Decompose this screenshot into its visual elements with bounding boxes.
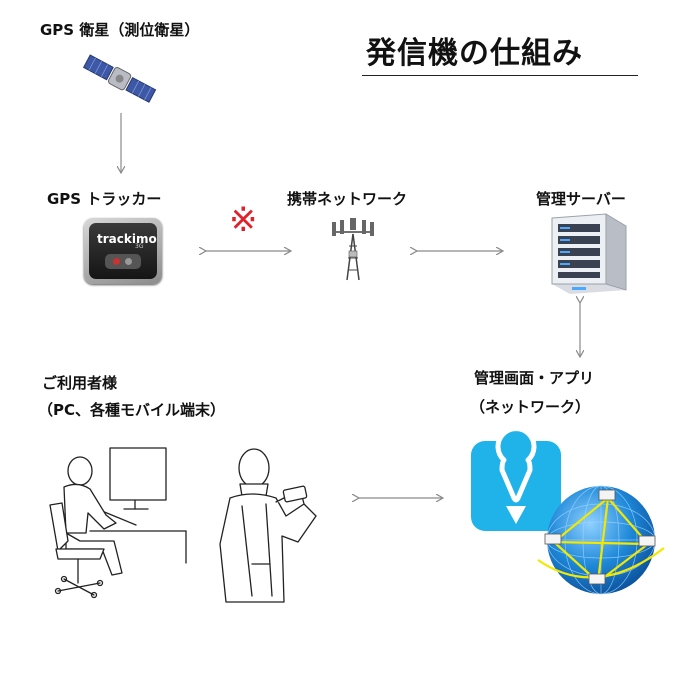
pc-user-illustration [49, 447, 187, 599]
network-label: 携帯ネットワーク [287, 190, 408, 208]
tracker-button-area [105, 254, 141, 269]
tracker-led-red [113, 258, 120, 265]
note-mark: ※ [229, 200, 258, 240]
users-label-line1: ご利用者様 [42, 374, 118, 392]
mobile-user-illustration [219, 448, 317, 603]
server-label: 管理サーバー [536, 190, 626, 208]
gps-tracker-device: trackimo 3G [84, 218, 162, 284]
satellite-icon [82, 54, 157, 103]
title-underline [362, 75, 638, 76]
users-label-line2: （PC、各種モバイル端末） [38, 401, 226, 419]
tracker-label: GPS トラッカー [47, 190, 162, 208]
app-label-line1: 管理画面・アプリ [474, 369, 595, 387]
app-label-line2: （ネットワーク） [470, 398, 591, 416]
tracker-led-gray [125, 258, 132, 265]
satellite-label: GPS 衛星（測位衛星） [40, 21, 200, 39]
tracker-face: trackimo 3G [89, 223, 157, 279]
cell-tower-icon [332, 218, 374, 281]
globe-computers [544, 489, 656, 585]
network-globe-icon [537, 485, 665, 595]
tracker-brand: trackimo [97, 232, 157, 246]
map-pin-app-icon [471, 426, 561, 531]
tracker-model: 3G [135, 243, 144, 250]
server-icon [551, 213, 627, 294]
page-title: 発信機の仕組み [366, 36, 583, 71]
